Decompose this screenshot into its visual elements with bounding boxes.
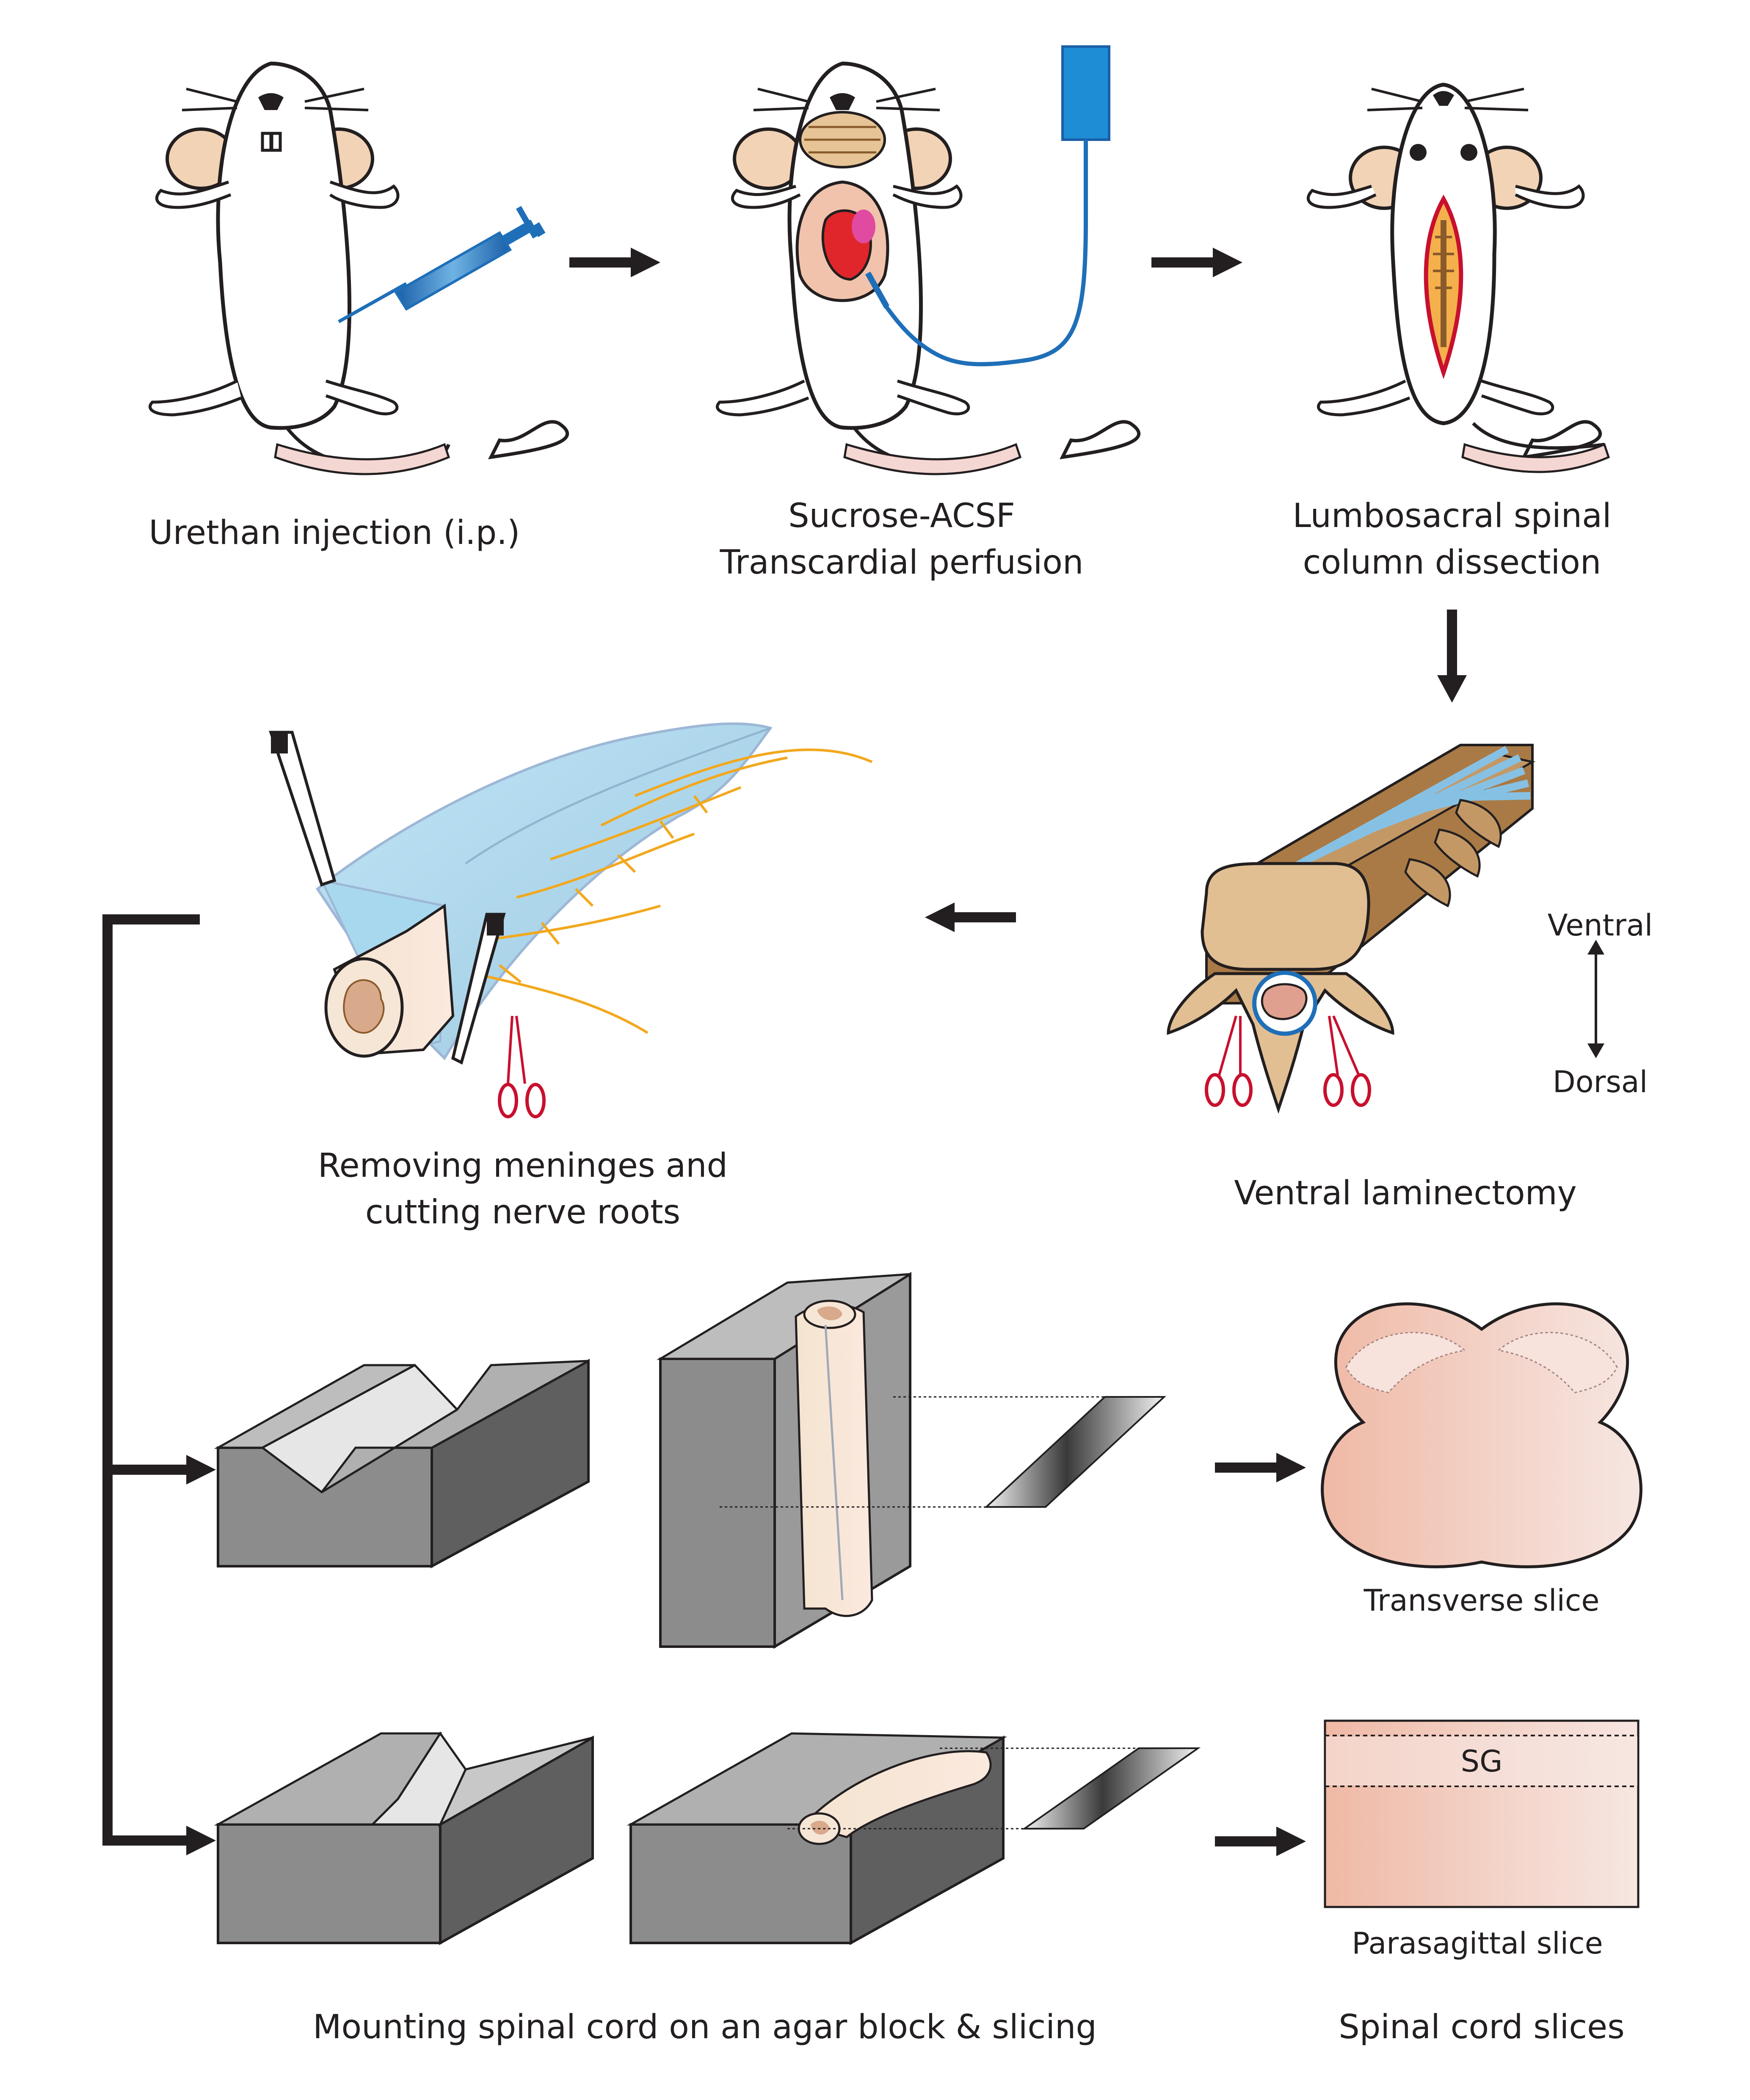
transverse-slice-illustration (1321, 1302, 1642, 1568)
step-label-meninges-2: cutting nerve roots (365, 1193, 680, 1231)
agar-block-transverse-mounted (656, 1272, 1164, 1649)
ventral-dorsal-axis (1587, 940, 1604, 1058)
arrow-right-icon (1215, 1827, 1306, 1856)
agar-block-empty-parasagittal (214, 1731, 594, 1945)
axis-label-ventral: Ventral (1548, 908, 1653, 943)
scissors-icon (1205, 1016, 1253, 1107)
perfusion-bag-icon (865, 45, 1110, 367)
step-label-perfusion-1: Sucrose-ACSF (788, 497, 1015, 535)
step-label-dissection-2: column dissection (1303, 544, 1601, 582)
rat-perfusion-illustration (716, 61, 1141, 475)
step-label-perfusion-2: Transcardial perfusion (720, 544, 1084, 582)
sg-region-label: SG (1461, 1744, 1503, 1779)
agar-block-parasagittal-mounted (627, 1732, 1194, 1945)
agar-block-empty-transverse (214, 1358, 590, 1569)
step-label-dissection-1: Lumbosacral spinal (1292, 497, 1611, 535)
vertebral-column-illustration (1167, 744, 1535, 1114)
slice-label-parasagittal: Parasagittal slice (1352, 1926, 1603, 1961)
rat-injection-illustration (149, 61, 569, 475)
meninges-removal-illustration (315, 722, 873, 1060)
scissors-icon (498, 1016, 546, 1118)
arrow-right-icon (1215, 1453, 1306, 1482)
arrow-left-icon (925, 902, 1016, 932)
step-label-urethan: Urethan injection (i.p.) (149, 514, 520, 552)
branch-bracket (102, 914, 216, 1855)
step-label-slices: Spinal cord slices (1339, 2008, 1625, 2046)
step-label-meninges-1: Removing meninges and (318, 1147, 728, 1185)
blade-icon (1021, 1747, 1201, 1830)
forceps-icon (451, 913, 506, 1065)
blade-icon (984, 1396, 1167, 1508)
forceps-icon (269, 731, 337, 887)
step-label-laminectomy: Ventral laminectomy (1234, 1174, 1577, 1212)
parasagittal-slice-illustration (1324, 1719, 1640, 1908)
rat-dissection-illustration (1307, 83, 1610, 473)
syringe-icon (338, 206, 546, 323)
slice-label-transverse: Transverse slice (1364, 1583, 1600, 1618)
arrow-right-icon (569, 248, 660, 277)
arrow-right-icon (1151, 248, 1242, 277)
axis-label-dorsal: Dorsal (1553, 1065, 1648, 1099)
scissors-icon (1323, 1015, 1371, 1107)
step-label-mounting: Mounting spinal cord on an agar block & … (313, 2008, 1097, 2046)
arrow-down-icon (1437, 610, 1467, 703)
